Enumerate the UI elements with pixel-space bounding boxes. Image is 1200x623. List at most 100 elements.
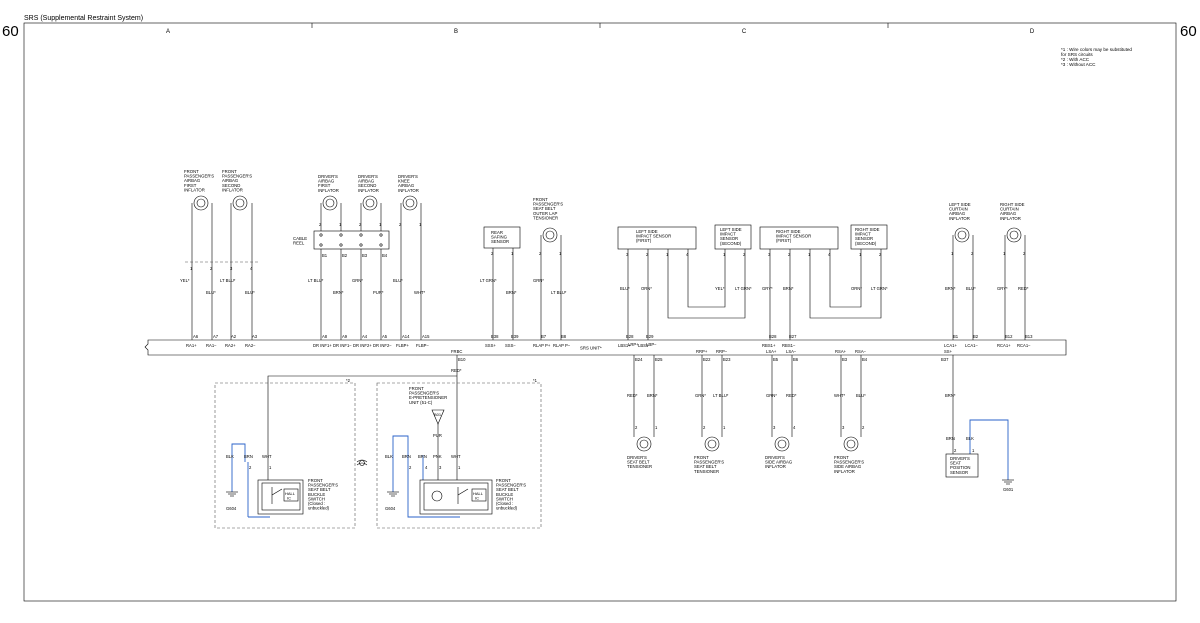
svg-text:BLK: BLK	[385, 454, 393, 459]
svg-text:RRP−: RRP−	[716, 349, 728, 354]
svg-text:B2: B2	[973, 334, 979, 339]
svg-text:4: 4	[793, 425, 796, 430]
svg-text:RCA1−: RCA1−	[1017, 343, 1031, 348]
svg-text:LCA1+: LCA1+	[944, 343, 957, 348]
svg-text:A4: A4	[362, 334, 368, 339]
svg-text:B1: B1	[322, 253, 328, 258]
column-label-d: D	[1030, 29, 1035, 35]
svg-text:RRP+: RRP+	[696, 349, 708, 354]
svg-text:BRN*: BRN*	[783, 286, 794, 291]
svg-text:DR INF1+: DR INF1+	[313, 343, 332, 348]
svg-text:LT BLU*: LT BLU*	[308, 278, 324, 283]
svg-text:GRY*: GRY*	[997, 286, 1008, 291]
svg-text:B28: B28	[769, 334, 777, 339]
svg-text:B10: B10	[458, 357, 466, 362]
fp-seat-belt-tensioner: RRP+ RRP− B22 B23 GRN* LT BLU* 2 1 FRONT…	[694, 349, 731, 474]
svg-text:B01: B01	[434, 412, 442, 417]
svg-text:2: 2	[359, 222, 362, 227]
drivers-seat-belt-tensioner: LRP+ LRP− B24 B25 RED* BRN* 2 1 DRIVER'S…	[627, 342, 663, 469]
svg-text:LT GRN*: LT GRN*	[480, 278, 497, 283]
svg-text:RLAP P−: RLAP P−	[553, 343, 571, 348]
svg-text:HALL: HALL	[473, 491, 484, 496]
svg-text:1: 1	[859, 252, 862, 257]
svg-text:A14: A14	[402, 334, 410, 339]
svg-text:BRN*: BRN*	[945, 393, 956, 398]
svg-text:BRN*: BRN*	[333, 290, 344, 295]
svg-text:B23: B23	[723, 357, 731, 362]
svg-text:RBS1+: RBS1+	[762, 343, 776, 348]
page-number-right: 60	[1180, 23, 1197, 40]
svg-text:1: 1	[723, 425, 726, 430]
svg-text:RA2−: RA2−	[245, 343, 256, 348]
svg-text:1: 1	[511, 251, 514, 256]
svg-text:B3: B3	[362, 253, 368, 258]
svg-text:DR INF2+: DR INF2+	[353, 343, 372, 348]
note-line: *3 : Without ACC	[1061, 62, 1096, 67]
svg-text:A15: A15	[422, 334, 430, 339]
svg-text:2: 2	[954, 448, 957, 453]
svg-text:RSA−: RSA−	[855, 349, 867, 354]
svg-text:BRN: BRN	[418, 454, 427, 459]
svg-text:1: 1	[339, 222, 342, 227]
svg-text:2: 2	[539, 251, 542, 256]
svg-text:A9: A9	[342, 334, 348, 339]
svg-text:RA1−: RA1−	[206, 343, 217, 348]
wire-group-right-impact: GRY* BRN* ORN* LT GRN* B28 B27 RBS1+ RBS…	[762, 249, 888, 348]
svg-text:YEL*: YEL*	[180, 278, 190, 283]
svg-text:4: 4	[250, 266, 253, 271]
svg-text:B28: B28	[626, 334, 634, 339]
svg-text:1: 1	[458, 465, 461, 470]
svg-text:1: 1	[655, 425, 658, 430]
column-label-b: B	[454, 29, 458, 35]
svg-text:B7: B7	[541, 334, 547, 339]
svg-text:1: 1	[269, 465, 272, 470]
svg-text:LSA+: LSA+	[766, 349, 777, 354]
svg-text:B1: B1	[953, 334, 959, 339]
svg-text:B3: B3	[842, 357, 848, 362]
note-line: *2 : With ACC	[1061, 57, 1090, 62]
svg-text:2: 2	[491, 251, 494, 256]
svg-text:B22: B22	[703, 357, 711, 362]
svg-text:LT GRN*: LT GRN*	[735, 286, 752, 291]
svg-text:BLK: BLK	[226, 454, 234, 459]
svg-text:RBS1−: RBS1−	[782, 343, 796, 348]
svg-text:FLBP−: FLBP−	[416, 343, 429, 348]
svg-text:GRN*: GRN*	[533, 278, 544, 283]
svg-text:ORN*: ORN*	[851, 286, 862, 291]
svg-text:RED*: RED*	[1018, 286, 1029, 291]
svg-text:IC: IC	[287, 496, 291, 501]
svg-text:ORN*: ORN*	[641, 286, 652, 291]
svg-text:3: 3	[626, 252, 629, 257]
svg-text:PNK: PNK	[433, 454, 442, 459]
svg-text:LBS1+: LBS1+	[618, 343, 631, 348]
svg-text:2: 2	[646, 252, 649, 257]
svg-text:LT GRN*: LT GRN*	[871, 286, 888, 291]
svg-text:B2: B2	[342, 253, 348, 258]
seat-switch-icon	[356, 459, 368, 466]
svg-text:LRP−: LRP−	[646, 342, 657, 347]
svg-text:DR INF1−: DR INF1−	[333, 343, 352, 348]
svg-text:FLBP+: FLBP+	[396, 343, 409, 348]
svg-text:B4: B4	[382, 253, 388, 258]
svg-text:3: 3	[439, 465, 442, 470]
svg-text:LT BLU*: LT BLU*	[713, 393, 729, 398]
